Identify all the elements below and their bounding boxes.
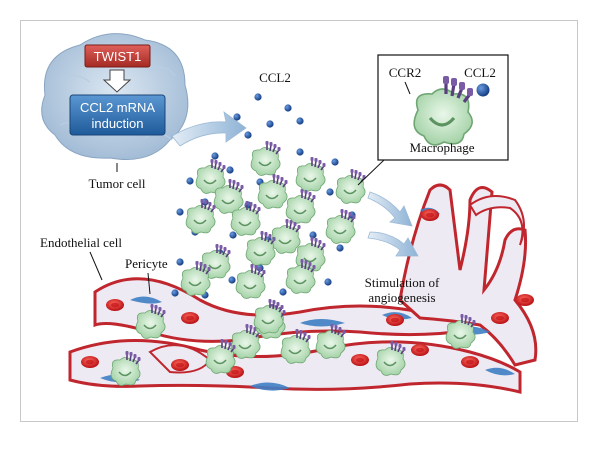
induction-arrow-icon: [102, 69, 132, 93]
twist1-label: TWIST1: [94, 49, 142, 64]
pericyte-label: Pericyte: [125, 256, 168, 271]
stimulation-label-line2: angiogenesis: [368, 290, 435, 305]
mrna-label-line1: CCL2 mRNA: [80, 100, 155, 115]
ccl2-mrna-box: CCL2 mRNA induction: [69, 94, 166, 136]
inset-macrophage-label: Macrophage: [410, 140, 475, 155]
stimulation-arrows: [367, 191, 419, 257]
macrophage-inset: CCR2 CCL2 Macrophage: [377, 54, 509, 161]
secretion-arrow-icon: [171, 111, 247, 147]
figure-border: [20, 20, 578, 422]
twist1-box: TWIST1: [84, 44, 151, 68]
stimulation-label-line1: Stimulation of: [365, 275, 440, 290]
tumor-cell-label: Tumor cell: [89, 176, 146, 191]
endothelial-cell-label: Endothelial cell: [40, 235, 122, 250]
mrna-label-line2: induction: [91, 116, 143, 131]
ccl2-dot-icon: [476, 83, 490, 97]
inset-ccr2-label: CCR2: [389, 65, 422, 80]
blood-vessel-network: [68, 183, 538, 394]
inset-ccl2-label: CCL2: [464, 65, 496, 80]
ccl2-label: CCL2: [259, 70, 291, 85]
